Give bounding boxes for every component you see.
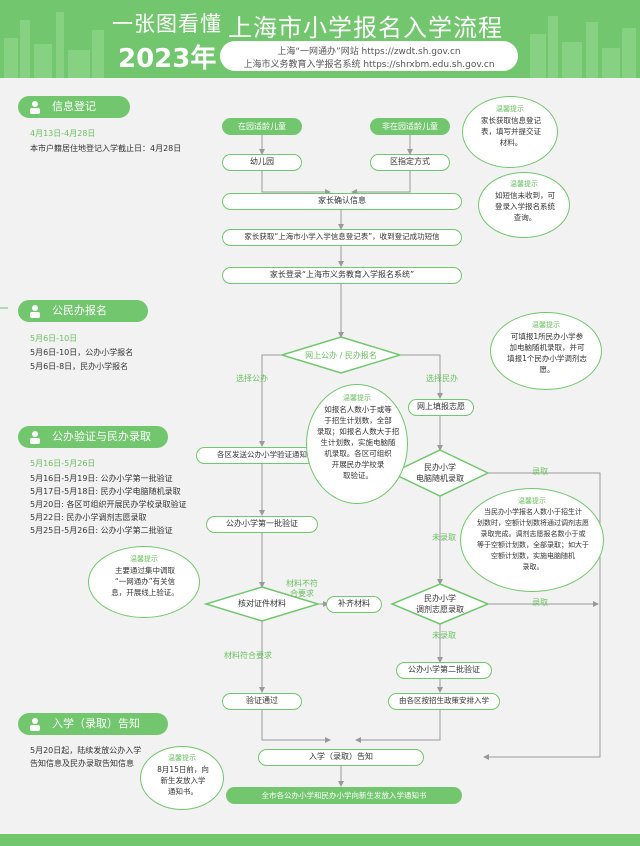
verify-line: 5月17日-5月18日: 民办小学电脑随机录取	[30, 487, 181, 496]
slogan-line-1: 一张图看懂	[112, 12, 222, 36]
node-district-arrange: 由各区按招生政策安排入学	[388, 693, 500, 710]
page-title: 上海市小学报名入学流程	[228, 14, 503, 42]
node-not-in-kindergarten: 非在园适龄儿童	[370, 118, 450, 135]
adjust-admission-decision	[390, 583, 490, 625]
tip-bubble-2: 温馨提示 如短信未收到，可登录入学报名系统查询。	[478, 172, 570, 238]
node-district-method: 区指定方式	[370, 154, 450, 171]
node-private-random-1: 民办小学	[424, 463, 456, 472]
random-admission-decision	[390, 449, 490, 497]
node-fill-wish: 网上填报志愿	[408, 399, 474, 416]
node-public-batch2: 公办小学第二批验证	[396, 662, 492, 679]
person-icon	[30, 431, 40, 444]
node-in-kindergarten: 在园适龄儿童	[222, 118, 302, 135]
person-icon	[30, 718, 40, 731]
edge-admitted: 录取	[532, 598, 548, 607]
verify-line: 5月25日-5月26日: 公办小学第二批验证	[30, 526, 173, 535]
edge-docs-ok: 材料符合要求	[224, 651, 272, 660]
tip-title: 温馨提示	[168, 754, 196, 762]
verify-line: 5月22日: 民办小学调剂志愿录取	[30, 513, 147, 522]
tip-text-2: 如短信未收到，可登录入学报名系统查询。	[495, 191, 555, 222]
node-get-form: 家长获取“上海市小学入学信息登记表”，收到登记成功短信	[222, 229, 462, 246]
tip-title: 温馨提示	[496, 105, 524, 113]
url-box: 上海“一网通办”网站 https://zwdt.sh.gov.cn 上海市义务教…	[220, 41, 518, 71]
section-notice-label: 入学（录取）告知	[52, 717, 140, 730]
tip-title: 温馨提示	[510, 180, 538, 188]
tip-text-6: 主要通过集中调取“一网通办”有关信息，开展线上验证。	[111, 566, 179, 597]
section-signup: 公民办报名	[18, 300, 148, 322]
section-info-register: 信息登记	[18, 96, 130, 118]
node-parent-login: 家长登录“上海市义务教育入学报名系统”	[222, 267, 462, 284]
person-icon	[30, 101, 40, 114]
footer-bar	[0, 834, 640, 846]
node-supplement-docs: 补齐材料	[326, 596, 382, 613]
signup-decision	[279, 336, 403, 374]
tip-text-7: 8月15日前，向新生发放入学通知书。	[157, 765, 209, 796]
tip-title: 温馨提示	[518, 497, 546, 505]
url-line-1: 上海“一网通办”网站 https://zwdt.sh.gov.cn	[277, 47, 461, 57]
verify-dates: 5月16日-5月26日	[30, 459, 96, 468]
edge-not-admitted: 未录取	[432, 533, 456, 542]
info-line: 本市户籍居住地登记入学截止日：4月28日	[30, 144, 182, 153]
node-issue-notice: 全市各公办小学和民办小学向新生发放入学通知书	[226, 787, 462, 804]
notice-line: 告知信息及民办录取告知信息	[30, 759, 134, 768]
node-private-random-2: 电脑随机录取	[416, 474, 464, 483]
node-check-docs: 核对证件材料	[238, 599, 286, 608]
tip-bubble-3: 温馨提示 可填报1所民办小学参加电脑随机录取，并可填报1个民办小学调剂志愿。	[490, 312, 602, 390]
edge-not-admitted: 未录取	[432, 631, 456, 640]
section-info-label: 信息登记	[52, 100, 96, 113]
section-signup-label: 公民办报名	[52, 304, 107, 317]
info-dates: 4月13日-4月28日	[30, 129, 96, 138]
url-line-2: 上海市义务教育入学报名系统 https://shrxbm.edu.sh.gov.…	[243, 60, 495, 70]
verify-line: 5月16日-5月19日: 公办小学第一批验证	[30, 474, 173, 483]
person-icon	[30, 305, 40, 318]
tip-bubble-4: 温馨提示 如报名人数小于或等于招生计划数，全部录取；如报名人数大于招生计划数，实…	[306, 384, 408, 504]
edge-admitted: 录取	[532, 467, 548, 476]
edge-docs-not-ok-1: 材料不符	[286, 579, 318, 588]
signup-dates: 5月6日-10日	[30, 334, 78, 343]
signup-line: 5月6日-10日，公办小学报名	[30, 348, 134, 357]
node-private-adjust-1: 民办小学	[424, 594, 456, 603]
tip-bubble-7: 温馨提示 8月15日前，向新生发放入学通知书。	[140, 746, 224, 810]
edge-docs-not-ok-2: 合要求	[290, 589, 314, 598]
tip-title: 温馨提示	[532, 321, 560, 329]
tip-bubble-6: 温馨提示 主要通过集中调取“一网通办”有关信息，开展线上验证。	[88, 546, 200, 618]
tip-text-5: 当民办小学报名人数小于招生计划数时，空额计划数将通过调剂志愿录取完成。调剂志愿报…	[477, 508, 589, 571]
tip-title: 温馨提示	[130, 555, 158, 563]
tip-bubble-5: 温馨提示 当民办小学报名人数小于招生计划数时，空额计划数将通过调剂志愿录取完成。…	[460, 488, 604, 592]
tip-title: 温馨提示	[343, 394, 371, 402]
tip-bubble-1: 温馨提示 家长获取信息登记表，填写并提交证材料。	[462, 96, 558, 168]
node-enroll-notice: 入学（录取）告知	[258, 749, 424, 766]
notice-line: 5月20日起，陆续发放公办入学	[30, 746, 142, 755]
node-public-batch1: 公办小学第一批验证	[206, 516, 318, 533]
node-kindergarten: 幼儿园	[222, 154, 302, 171]
signup-line: 5月6日-8日，民办小学报名	[30, 362, 129, 371]
slogan-line-2: 2023年	[118, 44, 217, 74]
section-verify-label: 公办验证与民办录取	[52, 430, 151, 443]
edge-choose-public: 选择公办	[236, 374, 268, 383]
node-district-notice: 各区发送公办小学验证通知	[196, 447, 328, 464]
section-notice: 入学（录取）告知	[18, 713, 168, 735]
node-verify-pass: 验证通过	[222, 693, 302, 710]
tip-text-1: 家长获取信息登记表，填写并提交证材料。	[481, 116, 541, 147]
check-docs-decision	[203, 586, 321, 622]
tip-text-4: 如报名人数小于或等于招生计划数，全部录取；如报名人数大于招生计划数，实施电脑随机…	[316, 405, 400, 480]
edge-choose-private: 选择民办	[426, 374, 458, 383]
section-verify: 公办验证与民办录取	[18, 426, 168, 448]
verify-line: 5月20日: 各区可组织开展民办学校录取验证	[30, 500, 187, 509]
tip-text-3: 可填报1所民办小学参加电脑随机录取，并可填报1个民办小学调剂志愿。	[507, 332, 587, 374]
node-parent-confirm: 家长确认信息	[222, 193, 462, 210]
node-private-adjust-2: 调剂志愿录取	[416, 605, 464, 614]
node-online-signup: 网上公办 / 民办报名	[305, 351, 377, 360]
